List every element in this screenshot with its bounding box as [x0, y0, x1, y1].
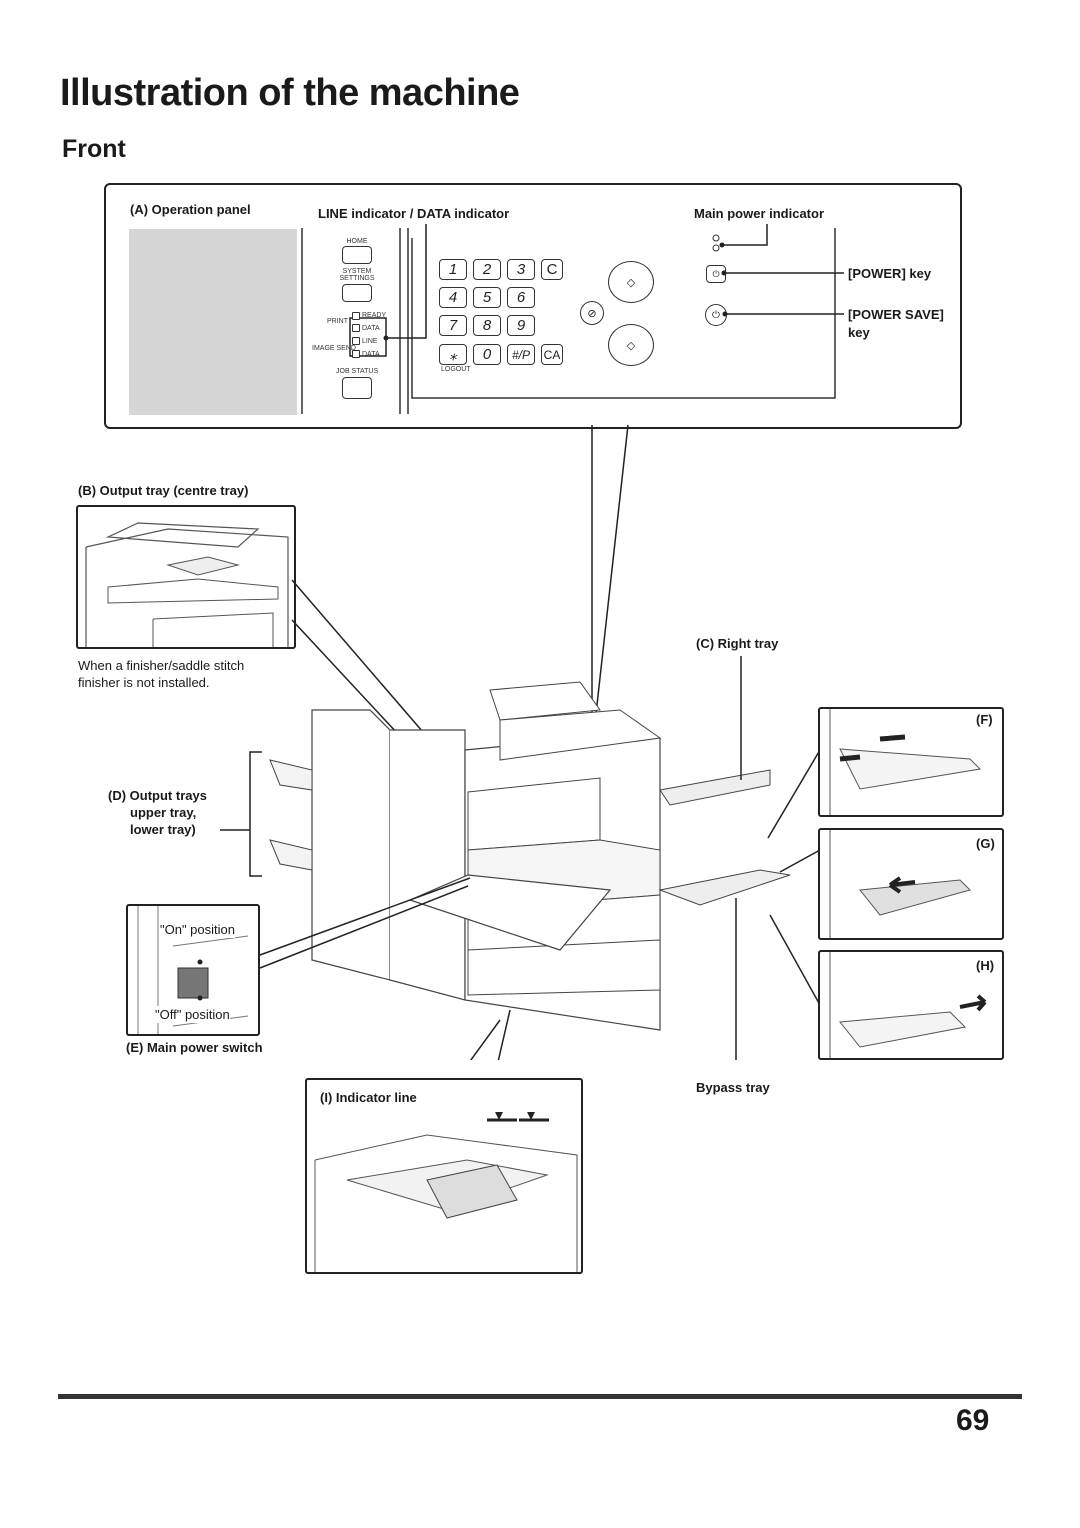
line-data-indicator-label: LINE indicator / DATA indicator — [318, 206, 510, 221]
key-3[interactable]: 3 — [507, 259, 535, 280]
image-send-label: IMAGE SEND — [312, 345, 356, 352]
output-tray-note-1: When a finisher/saddle stitch — [78, 658, 245, 673]
color-start-key[interactable]: ◇ — [608, 261, 654, 303]
bypass-inset-f — [818, 707, 1004, 817]
power-save-key-label-2: key — [848, 325, 870, 340]
print-data-label: DATA — [362, 325, 380, 332]
job-status-label: JOB STATUS — [336, 368, 379, 375]
inset-h-label: (H) — [976, 958, 995, 973]
output-tray-centre-label: (B) Output tray (centre tray) — [78, 483, 249, 498]
machine-illustration — [220, 424, 820, 1060]
key-7[interactable]: 7 — [439, 315, 467, 336]
job-status-key[interactable] — [342, 377, 372, 399]
key-4[interactable]: 4 — [439, 287, 467, 308]
key-9[interactable]: 9 — [507, 315, 535, 336]
logout-label: LOGOUT — [441, 366, 471, 373]
power-save-key-label: [POWER SAVE] — [848, 307, 944, 322]
panel-frame-lines — [301, 224, 836, 414]
on-position-label: "On" position — [160, 921, 235, 938]
stop-key[interactable]: ⊘ — [580, 301, 604, 325]
system-settings-label-2: SETTINGS — [339, 275, 375, 282]
off-position-label: "Off" position — [155, 1006, 230, 1023]
send-data-lamp — [352, 350, 360, 358]
black-white-start-key[interactable]: ◇ — [608, 324, 654, 366]
output-tray-inset — [76, 505, 296, 649]
indicator-line-label: (I) Indicator line — [320, 1090, 417, 1105]
paper-tray-drawing — [314, 1112, 578, 1272]
print-data-lamp — [352, 324, 360, 332]
output-tray-note-2: finisher is not installed. — [78, 675, 210, 690]
key-0[interactable]: 0 — [473, 344, 501, 365]
output-trays-label-3: lower tray) — [130, 822, 196, 837]
power-pointers — [712, 234, 844, 317]
key-2[interactable]: 2 — [473, 259, 501, 280]
footer-rule — [58, 1394, 1022, 1399]
ready-lamp — [352, 312, 360, 320]
key-6[interactable]: 6 — [507, 287, 535, 308]
bypass-tray-label: Bypass tray — [696, 1080, 770, 1095]
main-power-switch-label: (E) Main power switch — [126, 1040, 263, 1055]
key-5[interactable]: 5 — [473, 287, 501, 308]
send-data-label: DATA — [362, 351, 380, 358]
indicator-line-inset — [305, 1078, 583, 1274]
home-key-label: HOME — [346, 238, 368, 245]
print-label: PRINT — [327, 318, 348, 325]
section-title: Front — [62, 135, 126, 163]
home-key[interactable] — [342, 246, 372, 264]
output-tray-drawing — [85, 522, 289, 647]
key-hash-p[interactable]: #/P — [507, 344, 535, 365]
line-lamp — [352, 337, 360, 345]
operation-panel-label: (A) Operation panel — [130, 202, 251, 217]
touch-panel-screen — [129, 229, 297, 415]
key-c[interactable]: C — [541, 259, 563, 280]
right-tray-label: (C) Right tray — [696, 636, 779, 651]
ready-label: READY — [362, 312, 387, 319]
system-settings-key[interactable] — [342, 284, 372, 302]
inset-f-label: (F) — [976, 712, 993, 727]
page-title: Illustration of the machine — [60, 72, 520, 114]
bypass-h-drawing — [829, 952, 987, 1058]
bypass-g-drawing — [829, 830, 971, 938]
system-settings-label-1: SYSTEM — [342, 268, 372, 275]
key-ca[interactable]: CA — [541, 344, 563, 365]
bypass-f-drawing — [829, 709, 982, 815]
output-trays-label-2: upper tray, — [130, 805, 197, 820]
line-label: LINE — [362, 338, 378, 345]
bypass-inset-h — [818, 950, 1004, 1060]
main-power-indicator-label: Main power indicator — [694, 206, 825, 221]
page-number: 69 — [956, 1404, 990, 1437]
inset-g-label: (G) — [976, 836, 995, 851]
key-star[interactable]: ⁎ — [439, 344, 467, 365]
power-key-label: [POWER] key — [848, 266, 932, 281]
key-1[interactable]: 1 — [439, 259, 467, 280]
output-trays-label-1: (D) Output trays — [108, 788, 207, 803]
bypass-inset-g — [818, 828, 1004, 940]
key-8[interactable]: 8 — [473, 315, 501, 336]
main-power-switch-drawing — [137, 906, 249, 1034]
